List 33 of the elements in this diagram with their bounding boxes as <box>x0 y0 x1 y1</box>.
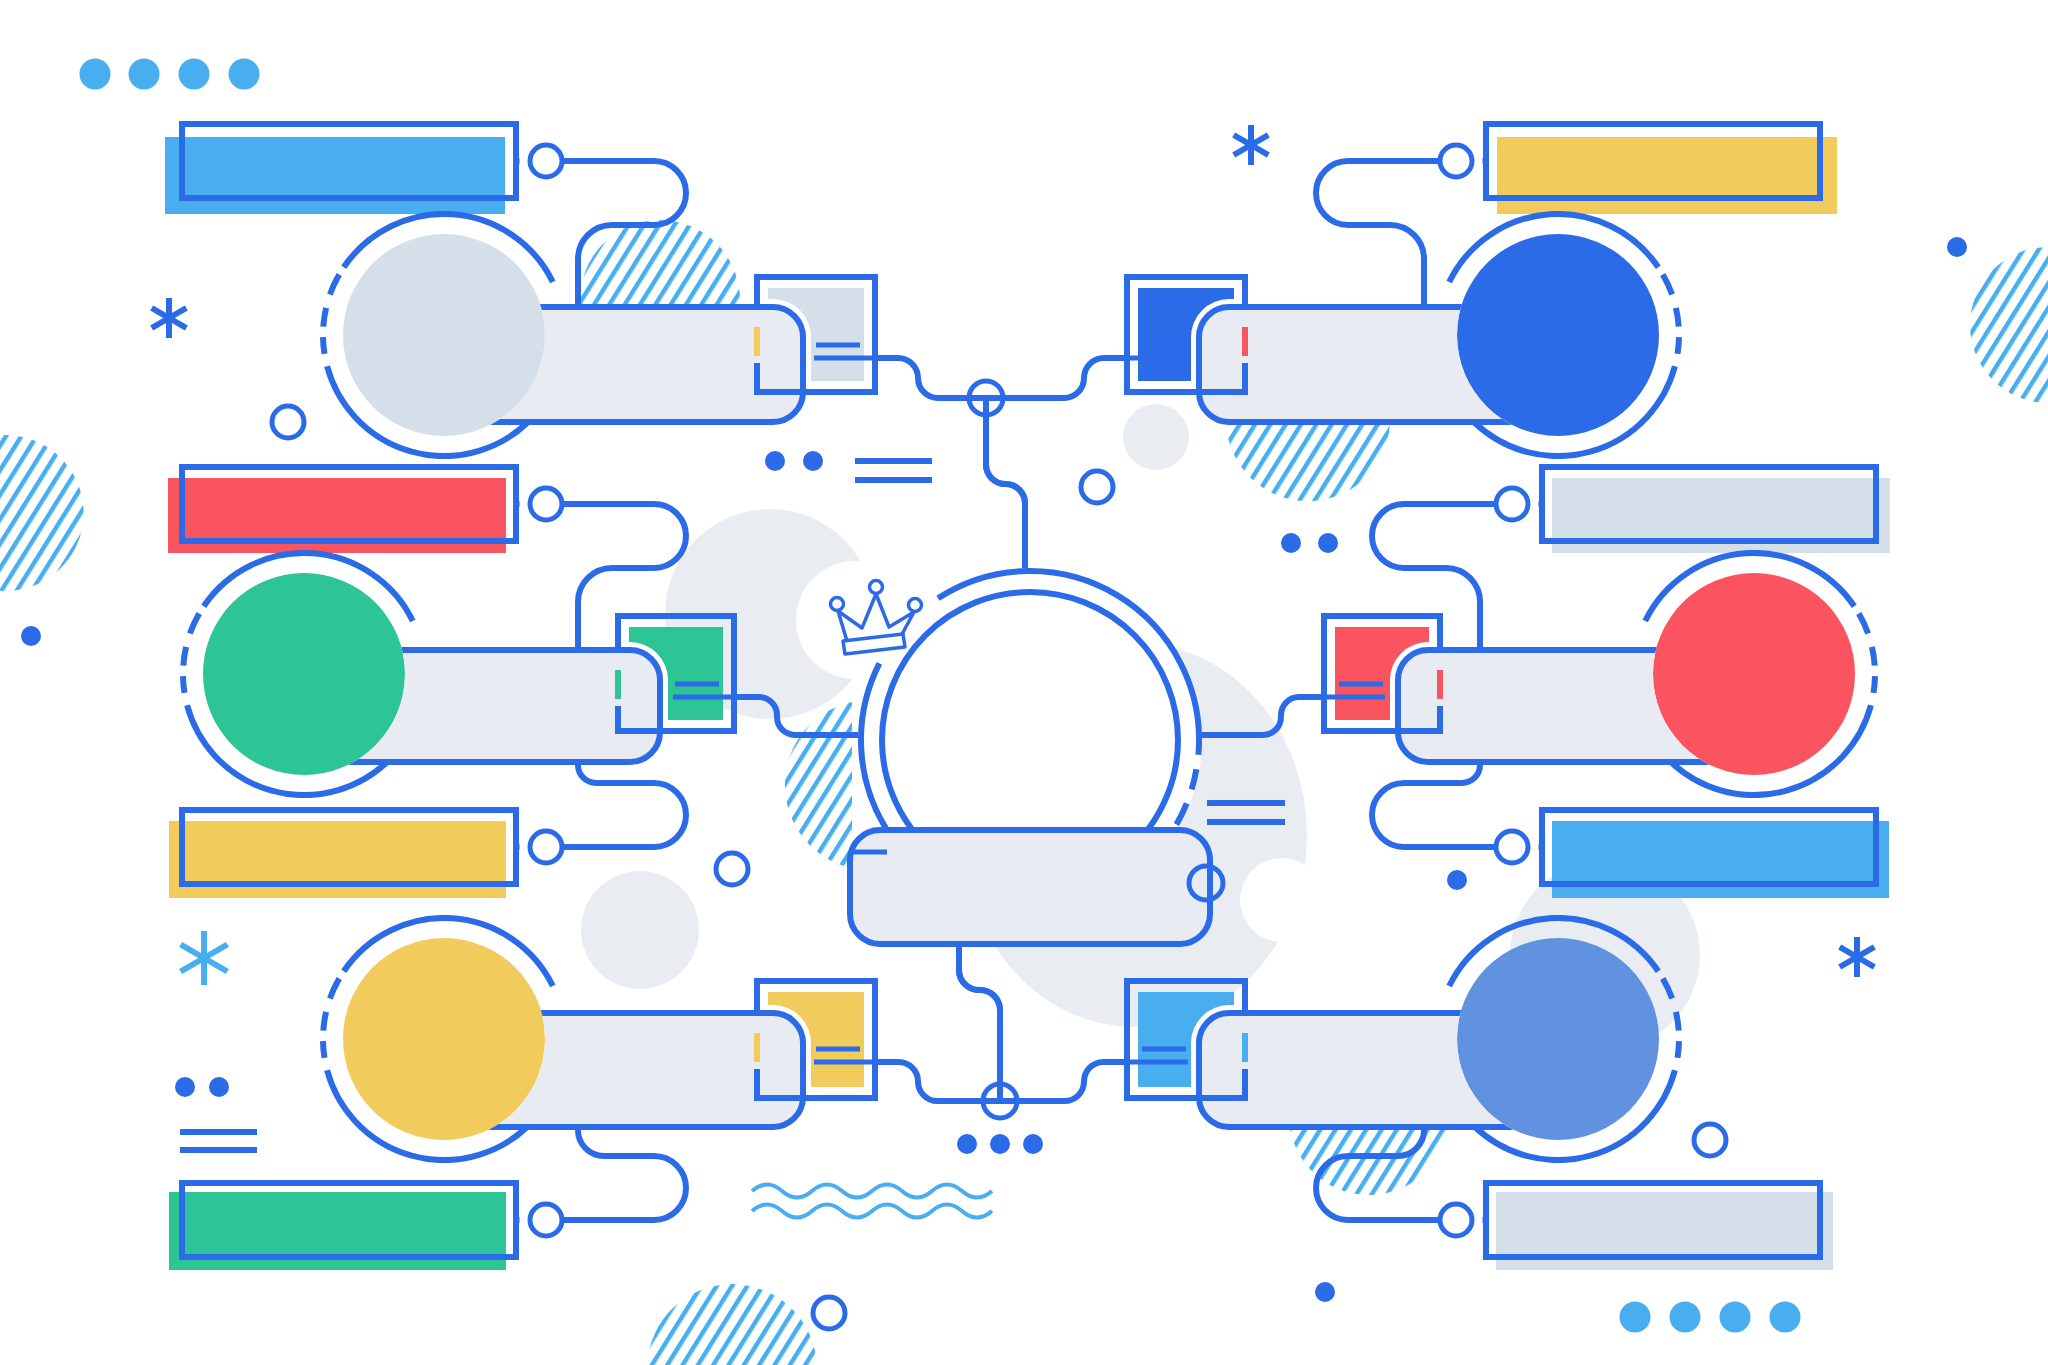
leader-line <box>1369 485 1541 647</box>
text-bar <box>1483 1180 1833 1270</box>
leader-line <box>1313 1127 1485 1239</box>
connector-line <box>983 355 1124 568</box>
icon-circle <box>1446 211 1682 459</box>
square-tile <box>1124 274 1248 395</box>
text-bar <box>1539 464 1890 553</box>
connector-line <box>956 947 1124 1104</box>
leader-line <box>517 485 689 647</box>
connector-line <box>737 694 859 738</box>
hub-bar <box>847 827 1226 947</box>
text-bar <box>165 121 519 214</box>
square-tile <box>615 613 737 734</box>
square-tile <box>754 978 878 1101</box>
text-bar <box>169 807 519 898</box>
icon-circle <box>320 211 556 459</box>
icon-circle <box>320 915 556 1163</box>
leader-line <box>517 762 689 866</box>
icon-circle <box>1642 550 1878 798</box>
leader-line <box>1369 762 1541 866</box>
icon-circle <box>1446 915 1682 1163</box>
connector-line <box>1201 694 1321 738</box>
text-bar <box>1483 121 1837 214</box>
leader-line <box>517 1127 689 1239</box>
hub-circle <box>858 568 1202 827</box>
icon-circle <box>180 550 416 798</box>
text-bar <box>1539 807 1889 898</box>
square-tile <box>1124 978 1248 1101</box>
text-bar <box>169 1180 519 1270</box>
square-tile <box>1321 613 1443 734</box>
leader-line <box>1313 142 1485 304</box>
text-bar <box>168 464 519 553</box>
square-tile <box>754 274 878 395</box>
